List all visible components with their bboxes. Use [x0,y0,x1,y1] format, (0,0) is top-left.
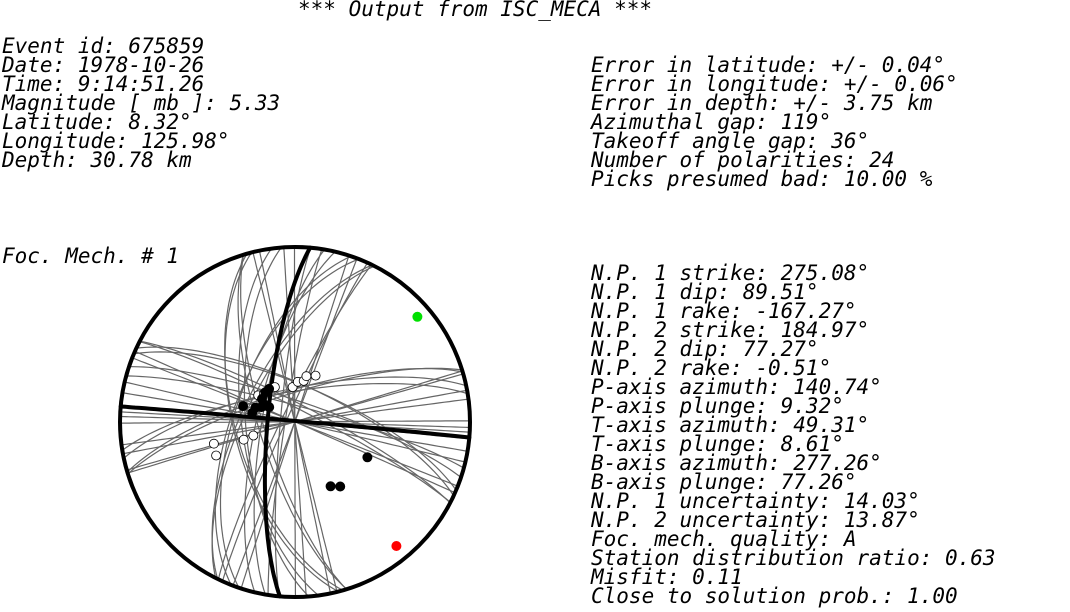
mechanism-line-7: P-axis azimuth: 140.74° [591,375,882,399]
error-line-5: Takeoff angle gap: 36° [591,129,870,153]
error-line-4: Azimuthal gap: 119° [591,110,832,134]
output-title: *** Output from ISC_MECA *** [298,0,653,21]
mechanism-line-6: N.P. 2 rake: -0.51° [591,356,832,380]
trial-plane-43 [237,254,348,590]
mechanism-line-9: T-axis azimuth: 49.31° [591,413,870,437]
polarity-markers [208,370,373,492]
trial-plane-27 [238,248,319,596]
polarity-down-19 [238,401,249,412]
mechanism-line-16: Station distribution ratio: 0.63 [591,546,996,570]
polarity-down-24 [325,481,336,492]
mechanism-line-2: N.P. 1 dip: 89.51° [591,280,819,304]
polarity-up-12 [208,438,219,449]
event-info-block: Event id: 675859 Date: 1978-10-26 Time: … [2,34,281,172]
error-line-1: Error in latitude: +/- 0.04° [591,53,946,77]
trial-plane-35 [224,252,339,593]
event-line-1: Event id: 675859 [2,34,205,58]
focal-mechanism-label: Foc. Mech. # 1 [2,244,180,268]
mechanism-line-13: N.P. 1 uncertainty: 14.03° [591,489,920,513]
trial-plane-20 [127,367,463,475]
error-info-block: Error in latitude: +/- 0.04° Error in lo… [591,53,958,191]
mechanism-line-3: N.P. 1 rake: -167.27° [591,299,857,323]
trial-plane-28 [211,265,375,579]
error-line-3: Error in depth: +/- 3.75 km [591,91,933,115]
nodal-plane-2-line [262,245,313,599]
mechanism-line-15: Foc. mech. quality: A [591,527,857,551]
mechanism-line-5: N.P. 2 dip: 77.27° [591,337,819,361]
error-line-6: Number of polarities: 24 [591,148,895,172]
stereonet-outline [118,245,472,599]
polarity-down-18 [247,407,258,418]
nodal-plane-1-line [118,404,472,440]
event-line-7: Depth: 30.78 km [2,148,192,172]
error-line-2: Error in longitude: +/- 0.06° [591,72,958,96]
t-axis-marker [412,311,423,322]
mechanism-line-10: T-axis plunge: 8.61° [591,432,844,456]
mechanism-parameters-block: N.P. 1 strike: 275.08° N.P. 1 dip: 89.51… [591,261,996,608]
polarity-down-23 [335,481,346,492]
polarity-up-7 [301,371,312,382]
event-line-3: Time: 9:14:51.26 [2,72,205,96]
event-line-4: Magnitude [ mb ]: 5.33 [2,91,281,115]
trial-plane-38 [243,247,310,597]
mechanism-line-4: N.P. 2 strike: 184.97° [591,318,870,342]
mechanism-line-14: N.P. 2 uncertainty: 13.87° [591,508,920,532]
trial-plane-39 [211,264,373,580]
trial-plane-24 [224,253,344,591]
mechanism-line-8: P-axis plunge: 9.32° [591,394,844,418]
polarity-down-20 [264,402,275,413]
trial-plane-23 [244,251,336,593]
polarity-up-9 [248,430,259,441]
event-line-6: Longitude: 125.98° [2,129,230,153]
trial-plane-42 [219,255,352,589]
event-line-2: Date: 1978-10-26 [2,53,205,77]
event-line-5: Latitude: 8.32° [2,110,192,134]
mechanism-line-18: Close to solution prob.: 1.00 [591,584,958,608]
p-axis-marker [391,541,402,551]
mechanism-line-1: N.P. 1 strike: 275.08° [591,261,870,285]
polarity-down-22 [362,452,373,463]
mechanism-line-12: B-axis plunge: 77.26° [591,470,857,494]
mechanism-line-11: B-axis azimuth: 277.26° [591,451,882,475]
polarity-up-11 [211,450,222,461]
polarity-up-8 [310,370,321,381]
trial-plane-16 [139,341,451,503]
trial-plane-5 [139,340,451,504]
mechanism-line-17: Misfit: 0.11 [591,565,743,589]
polarity-down-21 [264,383,275,394]
trial-plane-36 [217,264,373,580]
polarity-up-10 [238,434,249,445]
error-line-7: Picks presumed bad: 10.00 % [591,167,933,191]
trial-plane-31 [214,258,360,586]
